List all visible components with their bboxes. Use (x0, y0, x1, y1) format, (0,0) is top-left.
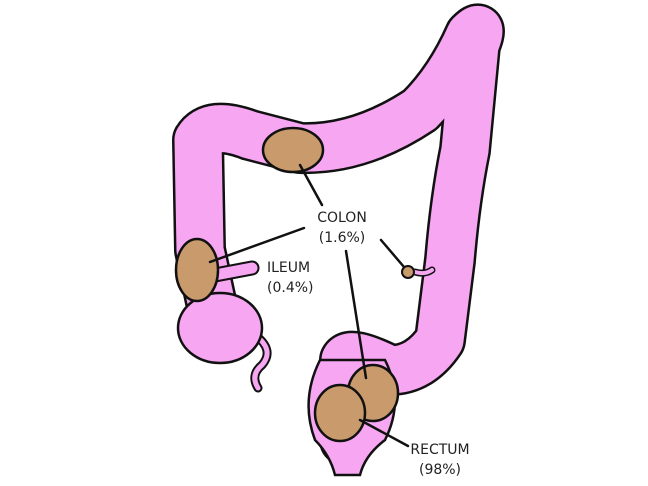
leader-colon-small (379, 238, 406, 269)
rectum-label: RECTUM (98%) (410, 440, 469, 480)
polyp-ileum (174, 237, 220, 303)
leader-colon-transverse (298, 163, 324, 207)
colon-percent: (1.6%) (318, 230, 366, 246)
leader-rectum (358, 418, 410, 448)
polyp-small (401, 265, 415, 279)
polyp-rectum (313, 383, 367, 443)
colon-name: COLON (317, 210, 367, 226)
colon-label: COLON (1.6%) (317, 208, 367, 248)
ileum-label: ILEUM (0.4%) (267, 258, 314, 298)
ileum-percent: (0.4%) (267, 280, 314, 296)
cecum (176, 291, 264, 365)
rectum-name: RECTUM (410, 442, 470, 458)
rectum-percent: (98%) (418, 462, 462, 478)
appendix (252, 332, 270, 391)
polyp-transverse-colon (261, 126, 325, 174)
leader-colon-ileum (208, 226, 306, 264)
ileum (209, 262, 258, 281)
ileum-name: ILEUM (267, 260, 311, 276)
leader-colon-sigmoid (344, 249, 368, 380)
polyp-stalk-fill (413, 268, 434, 276)
